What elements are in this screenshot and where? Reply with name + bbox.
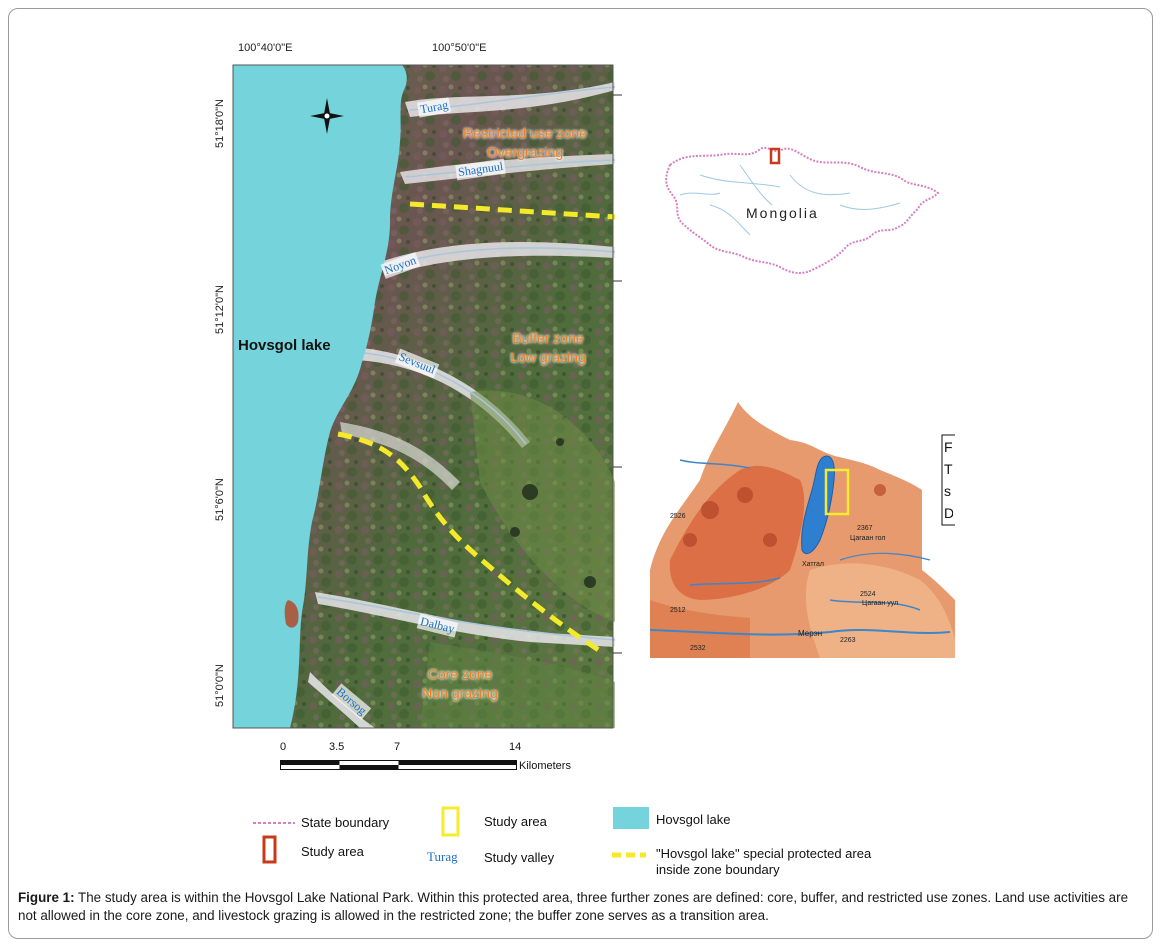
north-arrow-icon: [310, 98, 344, 134]
zone-label-buffer-line1: Buffer zone: [512, 330, 584, 346]
legend-yellow-study-area-label: Study area: [484, 814, 547, 829]
spot-height-2524: 2524: [860, 591, 876, 598]
zone-label-core-line1: Core zone: [427, 666, 493, 682]
zone-label-restricted: Restricted use zone Overgrazing: [440, 124, 610, 162]
study-area-marker: [769, 147, 781, 165]
caption-text: The study area is within the Hovsgol Lak…: [18, 890, 1129, 923]
lat-label-1: 51°18'0"N: [214, 99, 226, 148]
spot-height-2526: 2526: [670, 513, 686, 520]
relief-inset-map: 2367 2524 2512 2532 2263 2526 Мерэн Цага…: [650, 402, 955, 658]
legend-yellow-study-area-icon: [441, 806, 460, 837]
scale-unit: Kilometers: [519, 760, 571, 772]
relief-box-letter-2: T: [944, 461, 953, 477]
scale-tick-7: 7: [394, 741, 401, 753]
scale-tick-14: 14: [509, 741, 522, 753]
lat-label-3: 51°6'0"N: [214, 478, 226, 521]
legend-protected-boundary-icon: [612, 852, 646, 858]
relief-partial-box: F T s D: [944, 436, 953, 524]
zone-label-buffer-line2: Low grazing: [510, 349, 586, 365]
legend-valley-label: Study valley: [484, 850, 555, 865]
legend-red-study-area-icon: [262, 835, 277, 864]
caption-prefix: Figure 1:: [18, 890, 75, 905]
place-label-tsagaan-uul: Цагаан уул: [862, 600, 898, 607]
lake-label: Hovsgol lake: [238, 337, 331, 354]
legend-lake-label: Hovsgol lake: [656, 812, 731, 827]
lat-label-4: 51°0'0"N: [214, 664, 226, 707]
relief-study-area-marker: [824, 468, 850, 516]
relief-box-letter-3: s: [944, 483, 951, 499]
legend-protected-boundary-line1: "Hovsgol lake" special protected area: [656, 846, 872, 861]
zone-label-restricted-line2: Overgrazing: [486, 144, 564, 160]
main-map: [232, 64, 622, 729]
scale-tick-0: 0: [280, 741, 287, 753]
place-label-meren: Мерэн: [798, 629, 822, 638]
mongolia-inset-map: [665, 146, 940, 275]
figure-caption: Figure 1: The study area is within the H…: [18, 889, 1143, 925]
legend-lake-swatch: [613, 807, 649, 829]
place-label-khatgal: Хатгал: [802, 561, 824, 568]
lat-label-2: 51°12'0"N: [214, 285, 226, 334]
legend-state-boundary-label: State boundary: [301, 815, 390, 830]
legend-red-study-area-label: Study area: [301, 844, 364, 859]
mongolia-label: Mongolia: [746, 205, 819, 221]
zone-label-restricted-line1: Restricted use zone: [463, 125, 587, 141]
relief-box-letter-1: F: [944, 439, 953, 455]
lon-label-1: 100°40'0"E: [238, 42, 293, 54]
lon-label-2: 100°50'0"E: [432, 42, 487, 54]
zone-label-core-line2: Non grazing: [422, 685, 498, 701]
spot-height-2512: 2512: [670, 607, 686, 614]
scale-bar: [280, 760, 517, 770]
spot-height-2532: 2532: [690, 645, 706, 652]
legend-valley-symbol: Turag: [427, 849, 458, 864]
zone-label-buffer: Buffer zone Low grazing: [478, 329, 618, 367]
spot-height-2367: 2367: [857, 525, 873, 532]
place-label-tsagaan-gol: Цагаан гол: [850, 535, 885, 542]
scale-tick-3-5: 3.5: [329, 741, 345, 753]
legend-protected-boundary-label: "Hovsgol lake" special protected area in…: [656, 846, 871, 878]
spot-height-2263: 2263: [840, 637, 856, 644]
zone-label-core: Core zone Non grazing: [390, 665, 530, 703]
relief-box-letter-4: D: [944, 505, 953, 521]
legend-state-boundary-icon: [253, 822, 295, 824]
lake-shape: [233, 65, 407, 728]
legend-protected-boundary-line2: inside zone boundary: [656, 862, 780, 877]
